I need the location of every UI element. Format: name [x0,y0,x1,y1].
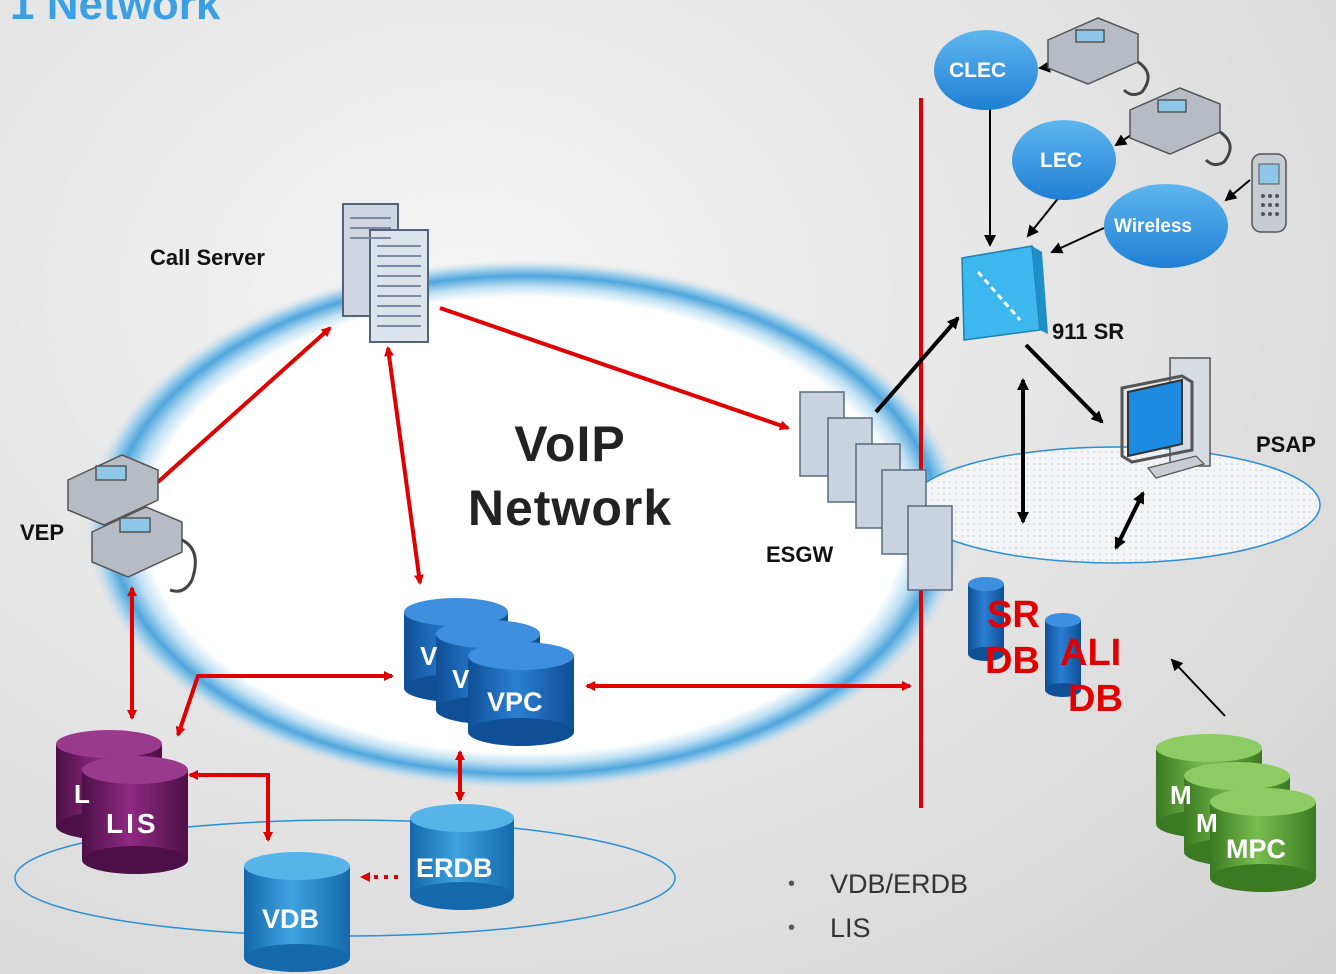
voip-label-line2: Network [467,480,673,536]
vdb-db [244,852,350,972]
mpc-back1-label: M [1196,808,1218,838]
link-mpc-alidb [1170,658,1226,717]
esgw-label: ESGW [766,542,834,567]
bullet-item: VDB/ERDB [788,862,968,906]
vep-phone-icon [67,454,197,593]
lis-back-label: L [74,779,90,809]
ali-db-label-line2: DB [1068,678,1123,720]
link-callserver-esgw [439,306,790,431]
link-esgw-911sr [874,316,960,414]
vpc-back1-label: V [452,664,470,694]
lec-phone-icon [1129,87,1232,167]
sr-db-label-line2: DB [985,640,1040,682]
cell-phone-icon [1251,153,1287,233]
voip-network-ring [85,260,965,790]
page-title: 1 Network [10,0,221,29]
link-cell-wireless [1224,179,1251,202]
link-wireless-911sr [1050,227,1105,254]
clec-node [934,30,1038,110]
ali-db [1045,613,1081,697]
voip-label-line1: VoIP [514,416,626,472]
sr-db [968,577,1004,661]
erdb-db [410,804,514,910]
link-lis-vpc [175,671,394,737]
ali-db-label-line1: ALI [1060,632,1122,674]
lec-label: LEC [1040,149,1082,172]
vpc-label: VPC [487,687,543,717]
bullet-item: LIS [788,906,968,950]
link-psap-alidb [1114,491,1145,550]
psap-computer-icon [1120,357,1211,479]
vdb-label: VDB [262,904,320,934]
red-links [127,306,912,882]
psap-label: PSAP [1256,432,1316,457]
lis-label: LIS [106,808,159,839]
clec-phone-icon [1047,17,1150,97]
911-sr-label: 911 SR [1052,319,1125,344]
wireless-label: Wireless [1114,216,1192,237]
link-callserver-vpc [384,346,424,585]
esgw-stack-icon [799,391,953,591]
vep-label: VEP [20,520,65,545]
link-lec-911sr [1026,195,1061,238]
mpc-label: MPC [1226,834,1286,864]
mpc-back2-label: M [1170,780,1192,810]
clec-label: CLEC [949,59,1007,82]
black-links [874,316,1145,550]
lis-db [82,756,188,874]
call-server-icon [342,203,429,343]
link-vep-callserver [156,326,332,484]
lec-node [1012,120,1116,200]
mpc-db [1210,788,1316,892]
vpc-db [468,642,574,746]
call-server-label: Call Server [150,245,265,270]
erdb-label: ERDB [416,853,493,883]
bullet-list: VDB/ERDB LIS [788,862,968,950]
vpc-back2-label: V [420,641,438,671]
911-sr-icon [961,245,1048,341]
link-911sr-psap [1024,343,1104,424]
sr-db-label-line1: SR [987,594,1040,636]
wireless-node [1104,184,1228,268]
link-lis-vdb [188,770,273,842]
